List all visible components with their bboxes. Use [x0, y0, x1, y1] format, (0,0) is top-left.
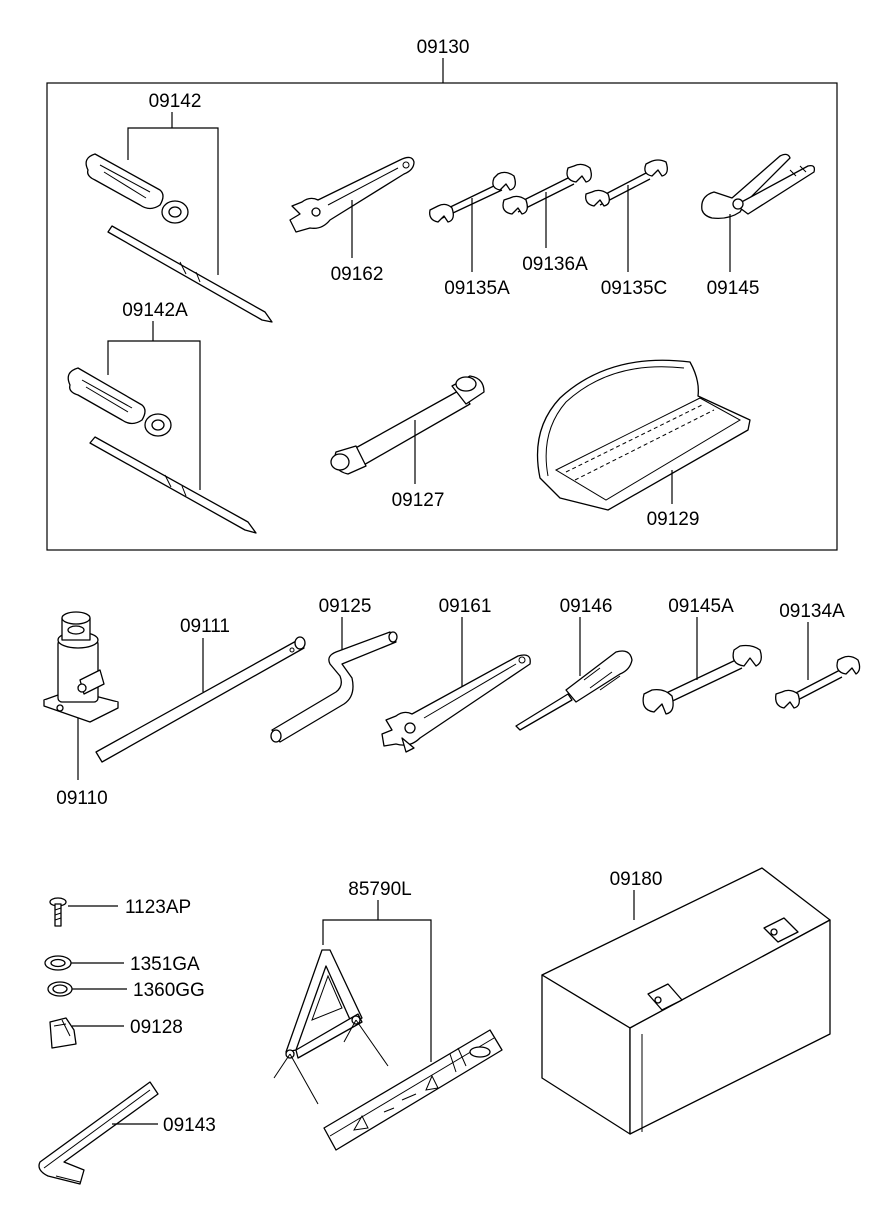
box-spanner-part: 09127	[330, 375, 485, 511]
spanner-a-part: 09135A	[429, 171, 516, 299]
spanner-icon	[585, 159, 668, 207]
box-spanner-icon	[330, 375, 485, 475]
crank-handle-part: 09125	[270, 596, 398, 743]
bolt-part: 1123AP	[49, 897, 191, 927]
jack-handle-icon	[95, 636, 306, 763]
screwdriver-handle-icon	[85, 153, 189, 224]
screwdriver-icon	[515, 650, 633, 731]
bolt-icon	[49, 897, 67, 927]
label-bolt[interactable]: 1123AP	[125, 897, 191, 918]
label-jack-handle[interactable]: 09111	[180, 616, 230, 637]
warning-triangle-case-icon	[323, 1029, 503, 1151]
tool-bag-part: 09129	[536, 359, 751, 530]
label-screwdriver-c[interactable]: 09146	[560, 596, 613, 617]
jack-icon	[43, 611, 119, 723]
label-spanner-a[interactable]: 09135A	[444, 278, 510, 299]
label-washer-a[interactable]: 1351GA	[130, 954, 200, 975]
tool-box-icon	[541, 867, 831, 1135]
washer-icon	[47, 981, 73, 997]
hex-key-icon	[38, 1081, 159, 1185]
label-screwdriver-a[interactable]: 09142	[149, 91, 202, 112]
hex-key-part: 09143	[38, 1081, 216, 1185]
screwdriver-handle-icon	[67, 367, 172, 437]
clip-icon	[49, 1017, 77, 1049]
crank-handle-icon	[270, 631, 398, 743]
spanner-d-part: 09145A	[642, 596, 762, 715]
spanner-c-part: 09135C	[585, 159, 668, 299]
spanner-icon	[429, 171, 516, 223]
adjustable-wrench-icon	[289, 156, 415, 233]
screwdriver-a-part: 09142	[85, 91, 273, 323]
screwdriver-c-part: 09146	[515, 596, 633, 731]
kit-group: 09130	[46, 37, 838, 551]
label-spanner-e[interactable]: 09134A	[779, 601, 845, 622]
label-pliers[interactable]: 09145	[707, 278, 760, 299]
spanner-e-part: 09134A	[775, 601, 861, 709]
jack-handle-part: 09111	[95, 616, 306, 763]
label-box-spanner[interactable]: 09127	[392, 490, 445, 511]
label-washer-b[interactable]: 1360GG	[133, 980, 205, 1001]
label-kit[interactable]: 09130	[417, 37, 470, 58]
adjustable-wrench-kit-part: 09162	[289, 156, 415, 285]
label-clip[interactable]: 09128	[130, 1017, 183, 1038]
pliers-icon	[701, 153, 816, 220]
spanner-icon	[502, 163, 592, 215]
warning-triangle-icon	[273, 949, 389, 1105]
warning-triangle-part: 85790L	[273, 879, 503, 1151]
kit-frame	[46, 82, 838, 551]
screwdriver-blade-icon	[89, 436, 257, 534]
spanner-b-part: 09136A	[502, 163, 592, 275]
screwdriver-b-part: 09142A	[67, 300, 257, 534]
label-spanner-b[interactable]: 09136A	[522, 254, 588, 275]
label-screwdriver-b[interactable]: 09142A	[122, 300, 188, 321]
label-jack[interactable]: 09110	[56, 788, 107, 809]
pliers-part: 09145	[701, 153, 816, 299]
washer-a-part: 1351GA	[44, 954, 200, 975]
label-crank-handle[interactable]: 09125	[319, 596, 372, 617]
screwdriver-blade-icon	[107, 225, 273, 323]
washer-icon	[44, 955, 72, 971]
label-hex-key[interactable]: 09143	[163, 1115, 216, 1136]
label-spanner-d[interactable]: 09145A	[668, 596, 734, 617]
tool-box-part: 09180	[541, 867, 831, 1135]
label-warning-triangle[interactable]: 85790L	[348, 879, 411, 900]
label-adjustable-wrench-kit[interactable]: 09162	[331, 264, 384, 285]
jack-part: 09110	[43, 611, 119, 809]
label-tool-bag[interactable]: 09129	[647, 509, 700, 530]
label-adjustable-wrench[interactable]: 09161	[439, 596, 492, 617]
adjustable-wrench-part: 09161	[381, 596, 531, 753]
spanner-icon	[642, 644, 762, 715]
label-tool-box[interactable]: 09180	[610, 869, 663, 890]
label-spanner-c[interactable]: 09135C	[601, 278, 668, 299]
washer-b-part: 1360GG	[47, 980, 205, 1001]
adjustable-wrench-icon	[381, 654, 531, 753]
spanner-icon	[775, 655, 861, 709]
tool-bag-icon	[536, 359, 751, 511]
clip-part: 09128	[49, 1017, 183, 1049]
